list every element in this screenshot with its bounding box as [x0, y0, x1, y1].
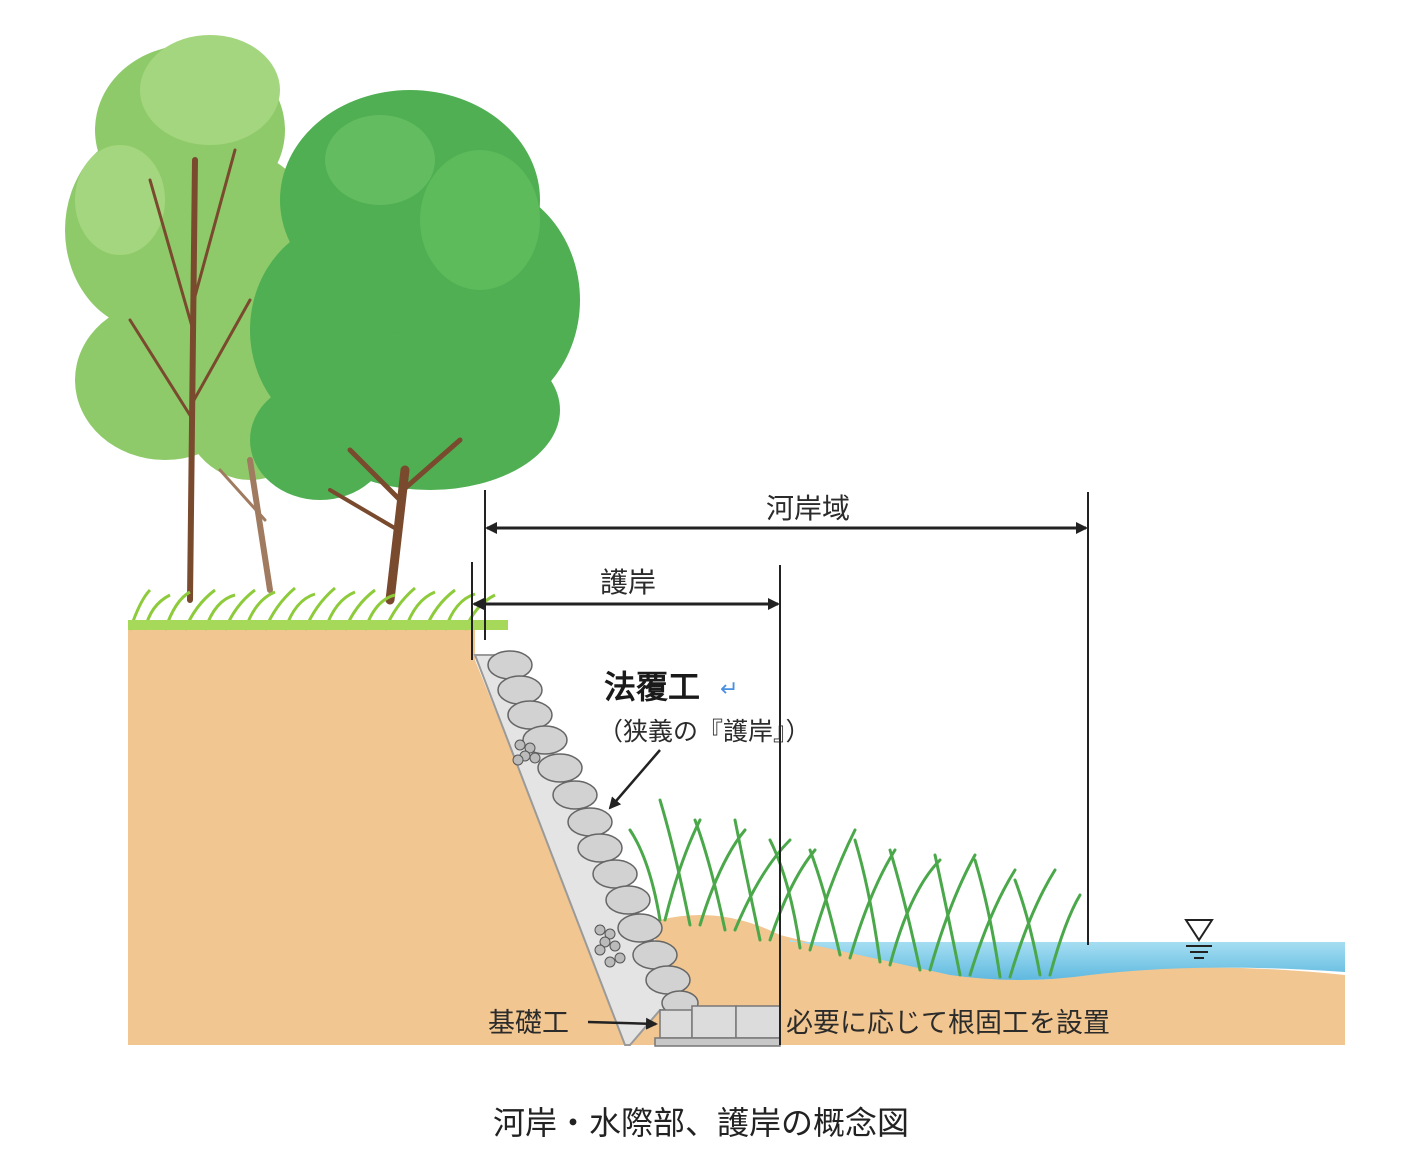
label-slope-covering-note: （狭義の『護岸』） [598, 717, 811, 746]
reeds [628, 798, 1082, 979]
revetment-stones [487, 650, 699, 1016]
label-riparian-zone: 河岸域 [766, 492, 850, 525]
label-toe-protection: 必要に応じて根固工を設置 [786, 1008, 1110, 1039]
return-mark-icon: ↵ [720, 677, 738, 702]
label-slope-covering: 法覆工 [604, 668, 700, 706]
trees [65, 35, 580, 605]
water-level-triangle-icon [1184, 919, 1214, 959]
figure-caption: 河岸・水際部、護岸の概念図 [492, 1104, 909, 1142]
foundation-blocks [654, 1005, 781, 1047]
bank-soil [128, 625, 630, 1045]
tree-trunks [128, 148, 463, 605]
river-bed-soil [630, 915, 1345, 1045]
slope-covering-leader [608, 749, 661, 810]
dimension-lines [471, 490, 1089, 1045]
label-foundation: 基礎工 [488, 1008, 569, 1039]
bank-grass-base [128, 620, 508, 630]
label-revetment: 護岸 [600, 566, 656, 599]
rubble-clusters [512, 739, 626, 968]
foundation-leader [587, 1017, 658, 1030]
tree-dark-crown [250, 90, 580, 500]
